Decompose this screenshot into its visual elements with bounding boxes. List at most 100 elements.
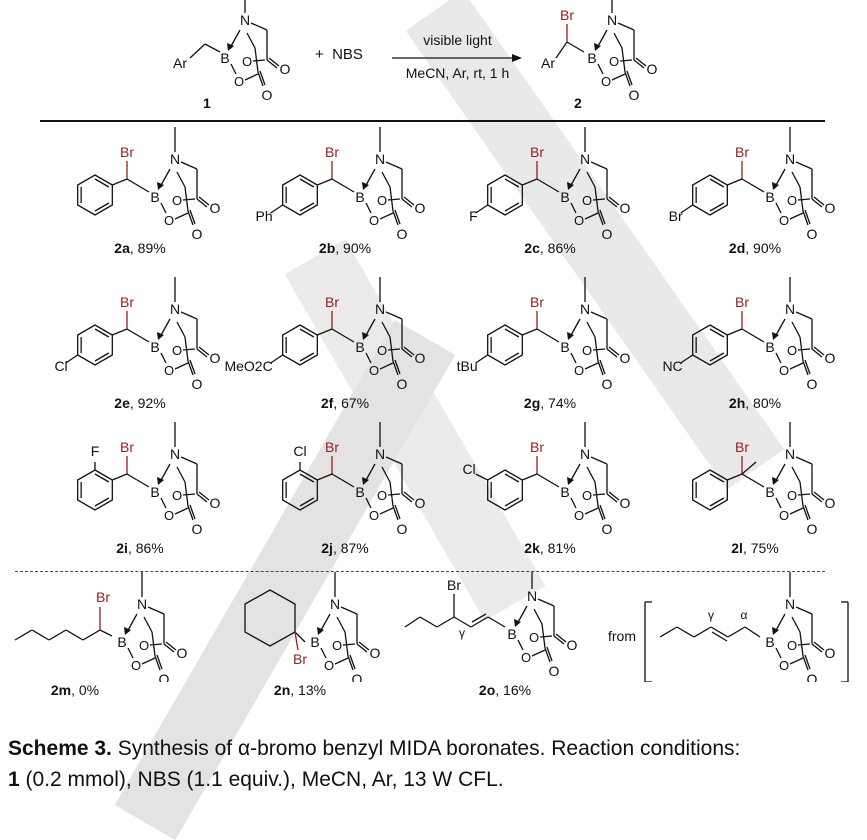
bond — [404, 616, 421, 628]
oxygen-atom: O — [397, 226, 408, 242]
oxygen-atom: O — [280, 61, 291, 77]
arrow-head — [567, 477, 574, 485]
conditions-below: MeCN, Ar, rt, 1 h — [405, 65, 510, 81]
oxygen-atom: O — [779, 508, 789, 523]
oxygen-atom: O — [620, 495, 631, 511]
oxygen-atom: O — [779, 658, 789, 673]
bond — [358, 641, 370, 651]
benzene-ring — [487, 469, 523, 511]
bond — [160, 352, 167, 364]
substituent-label: Cl — [293, 443, 306, 459]
oxygen-atom: O — [582, 488, 592, 503]
bond — [112, 473, 128, 481]
bond — [599, 504, 606, 520]
bond — [257, 71, 264, 87]
bond — [680, 204, 694, 214]
bond — [126, 178, 150, 193]
aryl-label: Ar — [541, 55, 555, 71]
bond — [791, 466, 801, 483]
bond — [394, 209, 401, 225]
bond — [94, 202, 110, 212]
bond — [94, 352, 110, 362]
bond — [151, 631, 156, 657]
bond — [299, 497, 315, 507]
oxygen-atom: O — [369, 213, 379, 228]
bond — [230, 63, 237, 75]
bond — [711, 631, 728, 642]
bond — [566, 41, 585, 53]
bond — [198, 491, 210, 501]
nitrogen-atom: N — [527, 588, 537, 604]
bond — [599, 359, 606, 375]
bond — [789, 212, 804, 220]
bond — [586, 321, 596, 338]
bond — [709, 178, 725, 188]
bond — [797, 348, 811, 351]
compound-yield: 90% — [745, 240, 781, 256]
compound-label: 2f67% — [245, 395, 445, 411]
bond — [546, 646, 553, 662]
oxygen-atom: O — [825, 200, 836, 216]
bond — [320, 647, 327, 659]
nitrogen-atom: N — [580, 301, 590, 317]
bond — [364, 318, 376, 338]
oxygen-atom: O — [324, 658, 334, 673]
bond — [539, 635, 553, 638]
nitrogen-atom: N — [580, 151, 590, 167]
substituent-label: F — [469, 208, 478, 224]
reaction-arrow-head — [512, 54, 522, 62]
bond — [160, 497, 167, 509]
boron-atom: B — [355, 484, 364, 500]
oxygen-atom: O — [602, 376, 613, 392]
compound-yield: 67% — [333, 395, 369, 411]
oxygen-atom: O — [549, 663, 560, 679]
bond — [159, 168, 171, 188]
bond — [709, 473, 725, 483]
bromine-atom: Br — [293, 651, 307, 667]
nitrogen-atom: N — [785, 301, 795, 317]
oxygen-atom: O — [177, 645, 188, 661]
bond — [189, 504, 196, 520]
bond — [617, 22, 635, 31]
bond — [586, 466, 596, 483]
bond — [802, 655, 809, 671]
bond — [795, 161, 813, 170]
bond — [813, 346, 825, 356]
gamma-label: γ — [708, 608, 714, 622]
compound-label: 2e92% — [40, 395, 240, 411]
compound-yield: 86% — [540, 240, 576, 256]
oxygen-atom: O — [332, 638, 342, 653]
bond — [401, 198, 413, 208]
bond — [365, 497, 372, 509]
bond — [536, 178, 560, 193]
substituent-label: Br — [669, 208, 683, 224]
bond — [381, 466, 391, 483]
bond — [608, 346, 620, 356]
bond — [394, 359, 401, 375]
bond — [344, 631, 349, 657]
bond — [633, 59, 645, 69]
compound-id: 2a — [114, 240, 130, 256]
benzene-ring — [282, 174, 318, 216]
bond — [606, 348, 618, 358]
bond — [592, 493, 606, 496]
bond — [811, 493, 823, 503]
bond — [621, 47, 626, 73]
bond — [182, 198, 196, 201]
boron-atom: B — [150, 484, 159, 500]
arrow-head — [594, 43, 601, 51]
arrow-head — [772, 182, 779, 190]
oxygen-atom: O — [629, 87, 640, 103]
bond — [381, 171, 391, 188]
bond — [364, 168, 376, 188]
nitrogen-atom: N — [137, 596, 147, 612]
bond — [196, 198, 208, 208]
arrow-head — [157, 182, 164, 190]
bond — [811, 643, 823, 653]
bond — [804, 359, 811, 375]
oxygen-atom: O — [602, 226, 613, 242]
bond — [294, 631, 299, 651]
bond — [619, 59, 633, 62]
